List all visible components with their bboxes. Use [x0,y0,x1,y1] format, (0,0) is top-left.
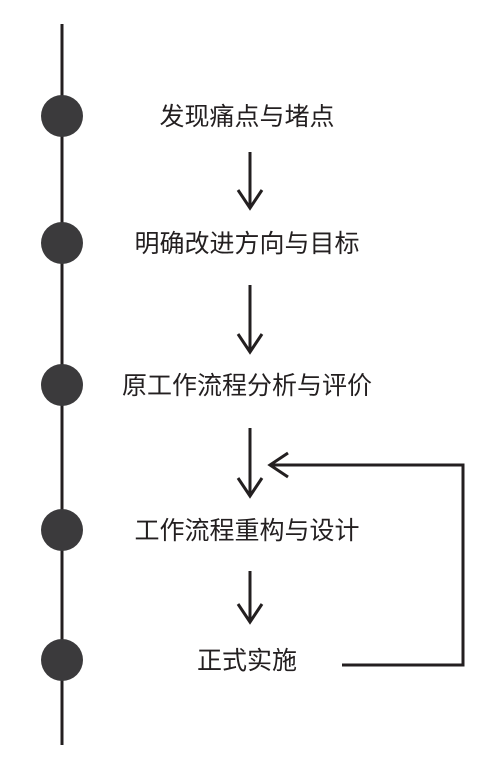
timeline-dot [41,95,83,137]
feedback-loop-arrow [267,451,465,667]
timeline-dot [41,222,83,264]
timeline-dot [41,509,83,551]
step-label-4: 工作流程重构与设计 [134,516,359,545]
down-arrow-icon [236,152,264,211]
timeline-dot [41,364,83,406]
down-arrow-icon [236,428,264,499]
step-label-2: 明确改进方向与目标 [134,229,359,258]
step-label-1: 发现痛点与堵点 [159,102,334,131]
down-arrow-icon [236,285,264,355]
timeline-dot [41,639,83,681]
step-label-5: 正式实施 [197,646,297,675]
step-label-3: 原工作流程分析与评价 [122,371,372,400]
down-arrow-icon [236,571,264,625]
